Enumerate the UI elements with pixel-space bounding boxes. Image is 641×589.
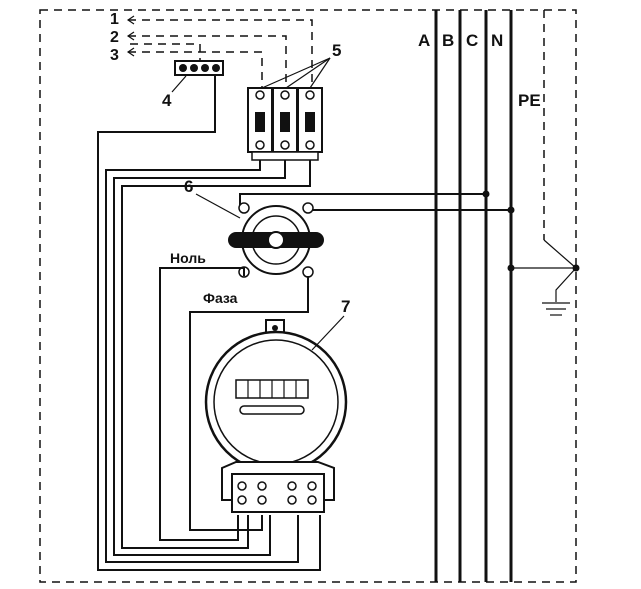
callout-5: 5 <box>332 41 341 60</box>
circuit-breaker-group <box>247 87 323 161</box>
n-junction <box>507 264 515 272</box>
wire-terminal-down <box>97 75 321 571</box>
callout-4: 4 <box>162 91 172 110</box>
bus-label-b: B <box>442 31 454 50</box>
callout-4-leader <box>171 75 187 93</box>
callout-6-leader <box>195 193 241 219</box>
callout-5-leaders <box>261 57 331 89</box>
input-lead-3 <box>128 51 263 90</box>
wire-switch-to-bus-c <box>239 193 486 205</box>
input-label-2: 2 <box>110 29 119 46</box>
callout-6: 6 <box>184 177 193 196</box>
bus-label-n: N <box>491 31 503 50</box>
input-label-1: 1 <box>110 11 119 28</box>
input-lead-2 <box>128 35 287 90</box>
junction-bus-c <box>482 190 490 198</box>
electricity-meter <box>204 319 348 513</box>
wire-label-phase: Фаза <box>203 290 238 306</box>
bus-label-a: A <box>418 31 430 50</box>
pe-conductor <box>543 239 577 269</box>
wire-neutral <box>159 267 245 541</box>
wire-breaker-1 <box>105 160 299 563</box>
pe-label: PE <box>518 91 541 110</box>
callout-7-leader <box>311 315 345 351</box>
callout-7: 7 <box>341 297 350 316</box>
enclosure-border <box>39 9 577 583</box>
input-lead-to-terminal <box>130 43 201 60</box>
wire-breaker-2 <box>113 160 286 556</box>
junction-bus-n <box>507 206 515 214</box>
terminal-strip <box>174 60 224 76</box>
input-label-3: 3 <box>110 47 119 64</box>
wire-phase <box>189 276 309 531</box>
input-lead-1 <box>128 19 313 90</box>
input-break-marks <box>126 15 135 57</box>
wire-label-neutral: Ноль <box>170 250 206 266</box>
wire-breaker-3 <box>121 160 311 549</box>
rotary-switch <box>228 202 324 278</box>
ground-lead <box>555 267 577 302</box>
bus-label-c: C <box>466 31 478 50</box>
ground-icon <box>542 302 570 316</box>
